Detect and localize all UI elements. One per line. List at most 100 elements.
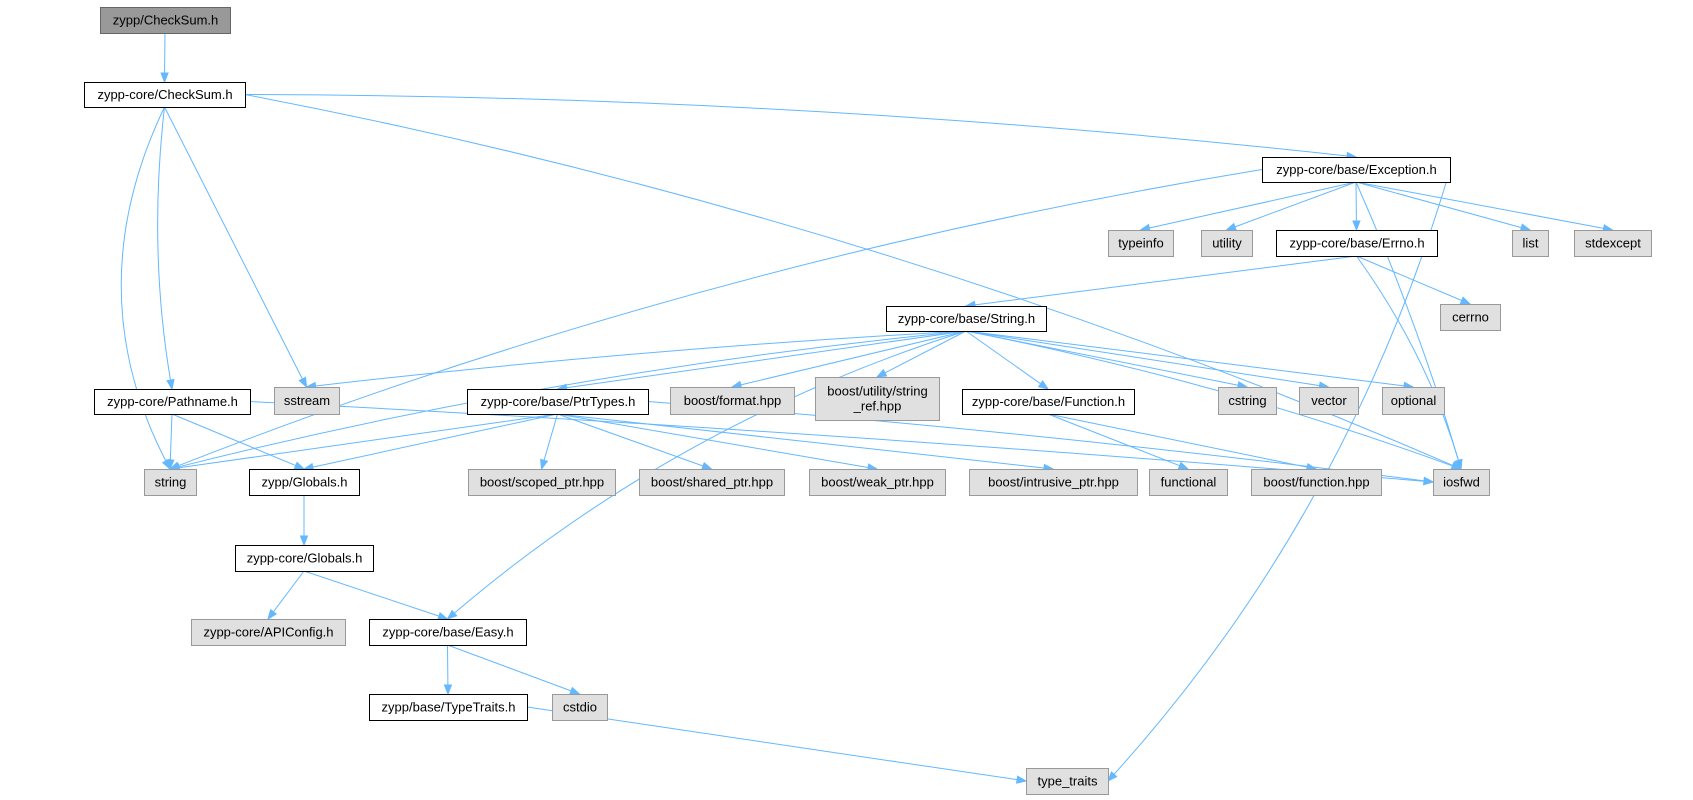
edge-line <box>1355 181 1604 229</box>
external-header-node: sstream <box>274 387 340 415</box>
edge-line <box>884 330 967 374</box>
edge-line <box>965 330 1405 387</box>
edge-arrowhead <box>1423 476 1435 485</box>
edge-line <box>447 644 572 692</box>
header-file-node[interactable]: zypp/Globals.h <box>249 469 360 496</box>
node-label: boost/function.hpp <box>1263 475 1369 490</box>
header-file-node[interactable]: zypp-core/Pathname.h <box>94 389 251 415</box>
edge-line <box>454 330 967 614</box>
dependency-edge <box>267 570 305 621</box>
external-header-node: boost/utility/string_ref.hpp <box>815 377 940 421</box>
external-header-node: iosfwd <box>1433 469 1490 496</box>
external-header-node: vector <box>1299 387 1359 415</box>
node-box <box>1026 768 1109 795</box>
node-box <box>1218 387 1277 415</box>
edge-arrowhead <box>160 72 169 84</box>
node-label: zypp-core/CheckSum.h <box>97 87 232 102</box>
node-box <box>552 694 608 721</box>
root-file-node[interactable]: zypp/CheckSum.h <box>100 7 231 34</box>
edge-arrowhead <box>437 611 449 620</box>
node-box <box>670 387 795 415</box>
header-file-node[interactable]: zypp-core/base/PtrTypes.h <box>467 389 649 415</box>
header-file-node[interactable]: zypp-core/CheckSum.h <box>84 82 246 108</box>
header-file-node[interactable]: zypp/base/TypeTraits.h <box>369 694 528 721</box>
node-label: zypp-core/base/Exception.h <box>1276 162 1436 177</box>
node-box <box>369 694 528 721</box>
dependency-edge <box>443 644 453 696</box>
edge-arrowhead <box>1225 222 1237 231</box>
node-box <box>1251 469 1382 496</box>
dependency-edge <box>540 413 558 471</box>
edge-line <box>1234 181 1357 228</box>
edge-line <box>965 330 1041 385</box>
edge-line <box>169 413 173 461</box>
edge-line <box>157 106 171 381</box>
external-header-node: optional <box>1382 387 1445 415</box>
external-header-node: string <box>144 469 197 496</box>
edge-arrowhead <box>293 461 306 470</box>
node-label: functional <box>1161 475 1217 490</box>
header-file-node[interactable]: zypp-core/base/String.h <box>886 306 1047 332</box>
edge-arrowhead <box>298 376 308 389</box>
edge-line <box>164 106 303 380</box>
edge-line <box>543 413 558 461</box>
edge-line <box>249 401 1425 482</box>
header-file-node[interactable]: zypp-core/base/Function.h <box>962 389 1135 415</box>
node-box <box>815 377 940 421</box>
edge-line <box>965 330 1320 387</box>
node-label: utility <box>1212 236 1242 251</box>
node-box <box>100 7 231 34</box>
edge-line <box>1149 181 1357 229</box>
header-file-node[interactable]: zypp-core/base/Errno.h <box>1276 230 1438 257</box>
node-box <box>467 389 649 415</box>
edge-arrowhead <box>267 608 278 621</box>
external-header-node: cerrno <box>1440 304 1501 331</box>
edge-line <box>303 570 440 617</box>
node-box <box>191 619 346 646</box>
dependency-edge <box>303 570 449 620</box>
dependency-edge <box>1352 181 1361 232</box>
edge-arrowhead <box>1177 461 1190 470</box>
edge-line <box>178 413 558 469</box>
node-box <box>639 469 785 496</box>
node-box <box>1201 230 1253 257</box>
edge-line <box>171 413 296 466</box>
dependency-edge <box>299 494 309 547</box>
header-file-node[interactable]: zypp-core/base/Easy.h <box>369 619 527 646</box>
node-label: zypp-core/Pathname.h <box>107 394 238 409</box>
node-box <box>1512 230 1549 257</box>
edge-line <box>244 94 1348 157</box>
dependency-edge <box>446 330 967 620</box>
node-label: zypp-core/Globals.h <box>247 551 363 566</box>
edge-line <box>1047 413 1308 468</box>
header-file-node[interactable]: zypp-core/Globals.h <box>235 545 374 572</box>
node-box <box>1299 387 1359 415</box>
node-label: optional <box>1391 393 1437 408</box>
external-header-node: list <box>1512 230 1549 257</box>
header-file-node[interactable]: zypp-core/base/Exception.h <box>1262 157 1451 183</box>
dependency-edge <box>557 413 1055 473</box>
edge-arrowhead <box>1037 380 1050 390</box>
node-label: zypp-core/base/Easy.h <box>382 625 513 640</box>
dependency-edge <box>1139 181 1357 233</box>
dependency-edge <box>965 330 1463 470</box>
edge-line <box>178 330 967 468</box>
edge-arrowhead <box>299 535 309 547</box>
external-header-node: zypp-core/APIConfig.h <box>191 619 346 646</box>
edge-line <box>557 413 704 467</box>
dependency-edge <box>171 413 306 470</box>
node-box <box>886 306 1047 332</box>
node-label: iosfwd <box>1443 475 1480 490</box>
node-box <box>84 82 246 108</box>
edge-line <box>1355 181 1459 461</box>
dependency-edge <box>157 106 175 391</box>
external-header-node: stdexcept <box>1574 230 1652 257</box>
edge-line <box>1355 181 1522 229</box>
node-box <box>1149 469 1228 496</box>
edge-arrowhead <box>446 609 458 620</box>
edge-line <box>557 413 1045 469</box>
node-label: zypp-core/base/PtrTypes.h <box>481 394 636 409</box>
edge-line <box>566 330 967 389</box>
node-box <box>809 469 946 496</box>
